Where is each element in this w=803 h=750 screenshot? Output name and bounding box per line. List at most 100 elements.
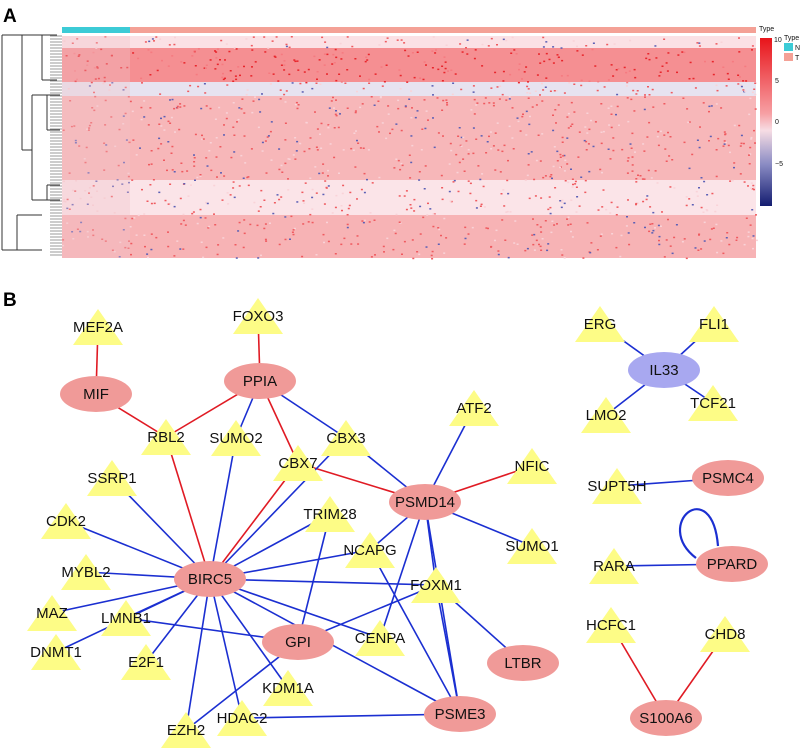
heatmap-cell (449, 142, 452, 145)
heatmap-cell (527, 81, 529, 83)
heatmap-cell (627, 199, 629, 201)
heatmap-cell (102, 82, 105, 85)
heatmap-cell (645, 198, 648, 201)
heatmap-cell (253, 201, 256, 204)
heatmap-cell (280, 53, 283, 56)
node-sumo2[interactable]: SUMO2 (209, 420, 263, 456)
node-ppia[interactable]: PPIA (224, 363, 296, 399)
heatmap-cell (424, 165, 427, 167)
heatmap-cell (363, 219, 366, 222)
heatmap-cell (425, 64, 427, 66)
heatmap-cell (167, 141, 170, 143)
heatmap-cell (214, 68, 217, 70)
node-il33[interactable]: IL33 (628, 352, 700, 388)
heatmap-cell (432, 36, 435, 38)
heatmap-band (62, 48, 756, 82)
heatmap-cell (635, 181, 638, 183)
node-s100a6[interactable]: S100A6 (630, 700, 702, 736)
node-lmnb1[interactable]: LMNB1 (101, 600, 151, 636)
node-psmc4[interactable]: PSMC4 (692, 460, 764, 496)
type-legend: Type N T (784, 35, 800, 62)
node-rbl2[interactable]: RBL2 (141, 419, 191, 455)
heatmap-cell (552, 165, 555, 168)
node-rara[interactable]: RARA (589, 548, 639, 584)
node-chd8[interactable]: CHD8 (700, 616, 750, 652)
heatmap-cell (199, 174, 202, 176)
node-ezh2[interactable]: EZH2 (161, 712, 211, 748)
node-atf2[interactable]: ATF2 (449, 390, 499, 426)
node-mif[interactable]: MIF (60, 376, 132, 412)
node-gpi[interactable]: GPI (262, 624, 334, 660)
node-foxm1[interactable]: FOXM1 (410, 567, 462, 603)
node-mybl2[interactable]: MYBL2 (61, 554, 111, 590)
node-tcf21[interactable]: TCF21 (688, 385, 738, 421)
node-cenpa[interactable]: CENPA (355, 620, 406, 656)
node-hdac2[interactable]: HDAC2 (217, 700, 268, 736)
node-maz[interactable]: MAZ (27, 595, 77, 631)
heatmap-cell (192, 211, 195, 213)
heatmap-cell (458, 161, 461, 164)
node-ncapg[interactable]: NCAPG (343, 532, 397, 568)
node-nfic[interactable]: NFIC (507, 448, 557, 484)
heatmap-cell (127, 247, 130, 249)
node-ssrp1[interactable]: SSRP1 (87, 460, 137, 496)
node-kdm1a[interactable]: KDM1A (262, 670, 314, 706)
heatmap-cell (633, 222, 636, 224)
node-sumo1[interactable]: SUMO1 (505, 528, 559, 564)
heatmap-cell (272, 212, 275, 215)
node-erg[interactable]: ERG (575, 306, 625, 342)
heatmap-cell (535, 239, 538, 242)
heatmap-cell (362, 87, 365, 90)
heatmap-cell (349, 191, 352, 194)
node-cbx3[interactable]: CBX3 (321, 420, 371, 456)
heatmap-cell (273, 202, 276, 204)
heatmap-cell (747, 231, 750, 233)
heatmap-cell (93, 91, 95, 94)
heatmap-cell (283, 64, 286, 66)
heatmap-cell (566, 74, 569, 77)
heatmap-cell (344, 82, 347, 84)
heatmap-cell (607, 107, 610, 109)
heatmap-cell (311, 208, 314, 210)
heatmap-cell (467, 149, 470, 151)
node-dnmt1[interactable]: DNMT1 (30, 634, 82, 670)
node-ltbr[interactable]: LTBR (487, 645, 559, 681)
node-fli1[interactable]: FLI1 (689, 306, 739, 342)
heatmap-cell (341, 192, 344, 195)
node-birc5[interactable]: BIRC5 (174, 561, 246, 597)
node-ppard[interactable]: PPARD (696, 546, 768, 582)
heatmap-cell (704, 60, 706, 63)
heatmap-cell (406, 81, 409, 83)
heatmap-cell (260, 254, 262, 257)
node-supt5h[interactable]: SUPT5H (587, 468, 647, 504)
scale-tick-0: 0 (775, 119, 779, 126)
heatmap-cell (178, 128, 181, 131)
heatmap-cell (590, 242, 593, 244)
heatmap-cell (228, 50, 231, 53)
heatmap-cell (636, 202, 639, 204)
node-e2f1[interactable]: E2F1 (121, 644, 171, 680)
node-foxo3[interactable]: FOXO3 (233, 298, 284, 334)
heatmap-cell (600, 103, 603, 105)
heatmap-cell (118, 128, 121, 131)
node-label: EZH2 (167, 722, 205, 739)
node-trim28[interactable]: TRIM28 (303, 496, 357, 532)
node-psme3[interactable]: PSME3 (424, 696, 496, 732)
heatmap-cell (724, 133, 727, 136)
node-mef2a[interactable]: MEF2A (73, 309, 123, 345)
heatmap-cell (694, 87, 697, 89)
node-shape-triangle (586, 607, 636, 643)
node-cbx7[interactable]: CBX7 (273, 445, 323, 481)
node-psmd14[interactable]: PSMD14 (389, 484, 461, 520)
heatmap-cell (526, 92, 529, 94)
heatmap-cell (88, 85, 91, 87)
node-cdk2[interactable]: CDK2 (41, 503, 91, 539)
heatmap-cell (599, 168, 602, 171)
heatmap-cell (571, 123, 574, 125)
heatmap-cell (103, 142, 106, 144)
heatmap-cell (641, 178, 644, 180)
node-shape-triangle (507, 528, 557, 564)
node-hcfc1[interactable]: HCFC1 (586, 607, 636, 643)
heatmap-cell (419, 205, 422, 208)
node-lmo2[interactable]: LMO2 (581, 397, 631, 433)
